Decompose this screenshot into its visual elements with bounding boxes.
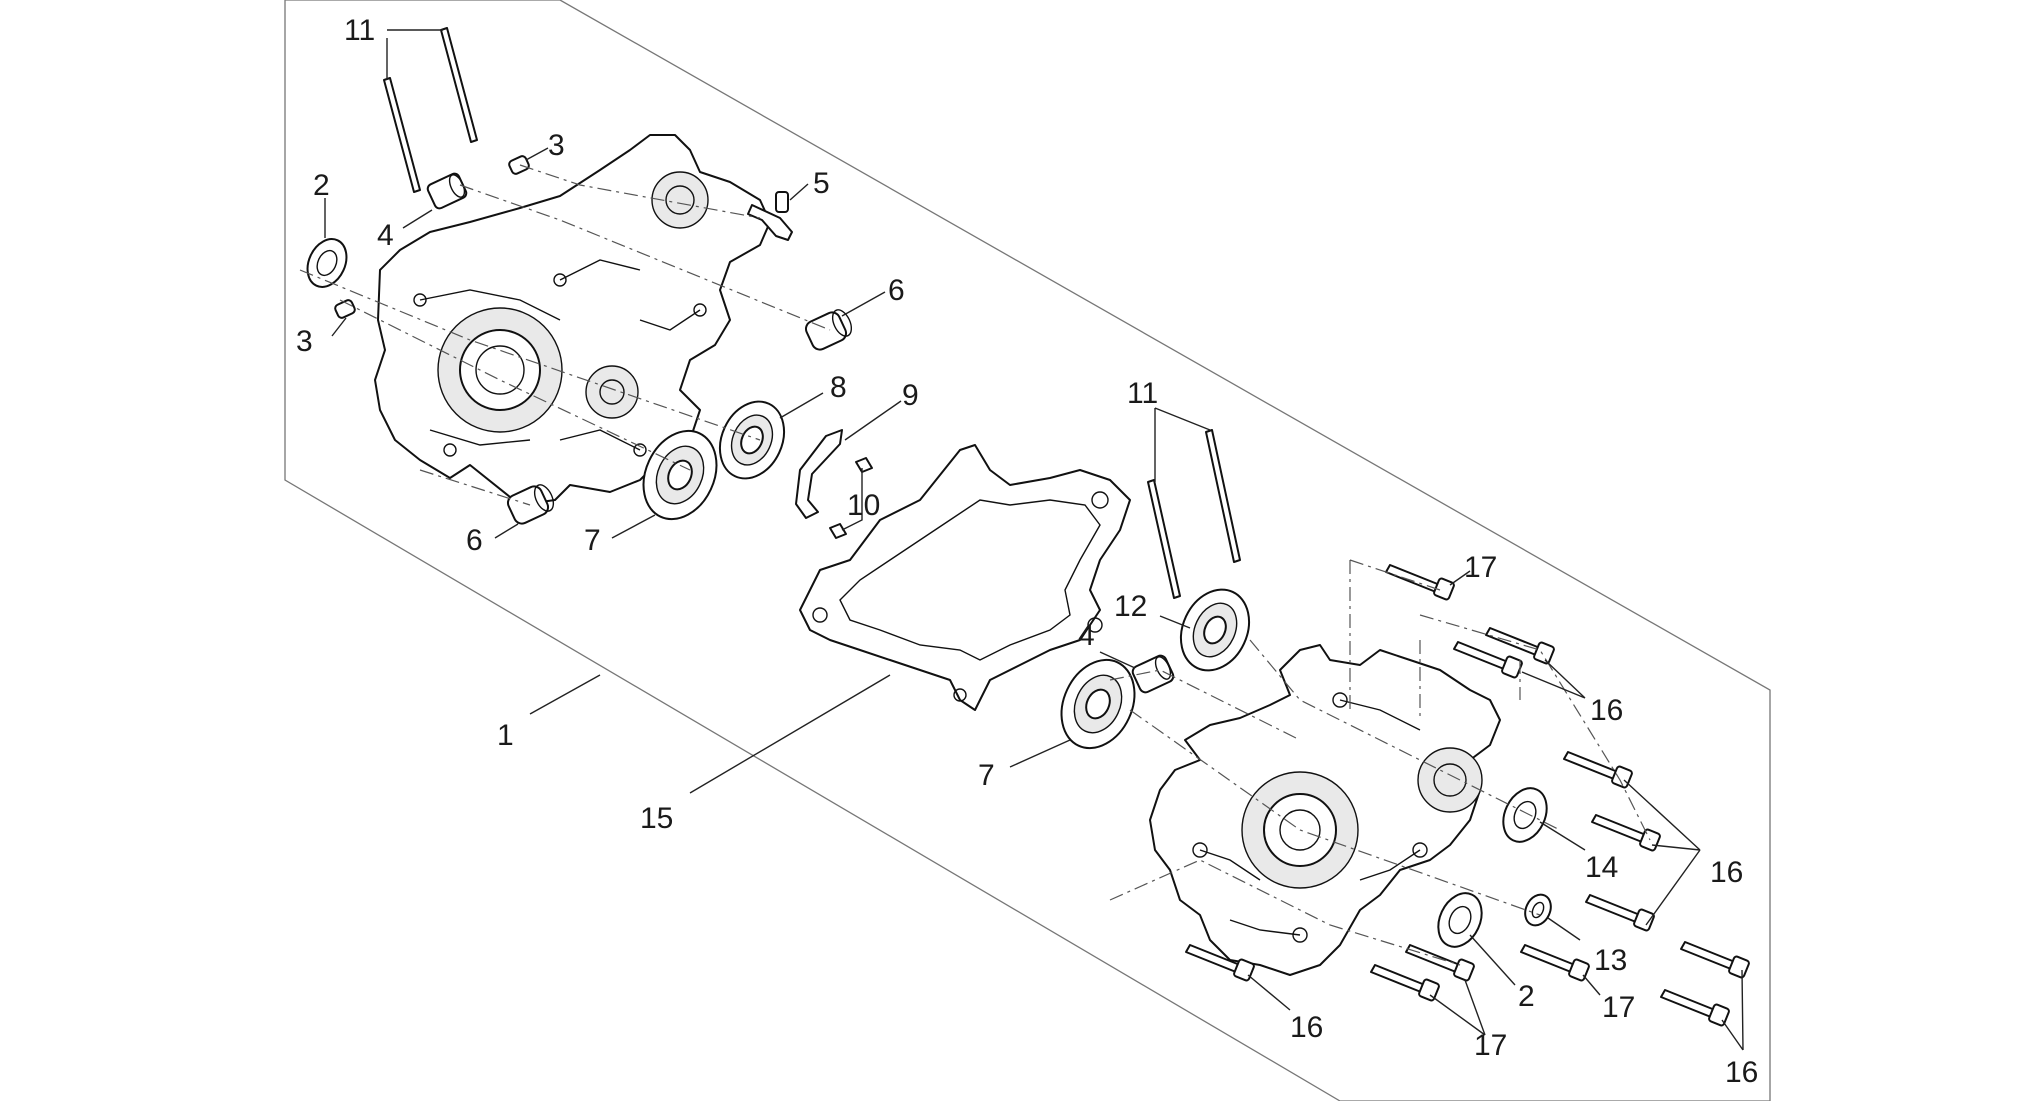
- callout-17-right: 17: [1602, 991, 1635, 1024]
- bolt-16-c: [1563, 751, 1633, 789]
- needle-bearing-left: [426, 172, 468, 210]
- callout-15: 15: [640, 802, 673, 835]
- callout-6-lower: 6: [466, 524, 483, 557]
- oil-seal-right: [1437, 892, 1483, 948]
- bolt-17-c: [1370, 964, 1440, 1002]
- bolt-16-g: [1680, 941, 1750, 979]
- callout-6-upper: 6: [888, 274, 905, 307]
- callout-3-top: 3: [548, 129, 565, 162]
- bolt-17-b: [1405, 944, 1475, 982]
- oil-seal-14: [1502, 787, 1548, 843]
- bolt-16-e: [1585, 894, 1655, 932]
- callout-17-bottom: 17: [1474, 1029, 1507, 1062]
- callout-16-upper: 16: [1590, 694, 1623, 727]
- assembly-frame: [284, 0, 1771, 1101]
- ball-bearing-12: [1179, 588, 1251, 672]
- dowel-sleeve-lower: [506, 484, 555, 525]
- ball-bearing-7-right: [1060, 658, 1136, 750]
- dowel-sleeve-upper: [804, 309, 853, 351]
- callout-12: 12: [1114, 590, 1147, 623]
- callout-3-left: 3: [296, 325, 313, 358]
- callout-9: 9: [902, 379, 919, 412]
- callout-1: 1: [497, 719, 514, 752]
- callout-4-right: 4: [1078, 619, 1095, 652]
- leader-lines: [324, 29, 1744, 1051]
- retainer-plate: [795, 429, 843, 519]
- callout-11-right: 11: [1127, 377, 1158, 410]
- left-crankcase-half: [374, 134, 771, 506]
- stud-bolt-pair-left: [383, 27, 478, 193]
- callout-7-left: 7: [584, 524, 601, 557]
- callout-17-top: 17: [1464, 551, 1497, 584]
- callout-2-right: 2: [1518, 980, 1535, 1013]
- oil-seal-left: [306, 238, 348, 288]
- bolt-16-d: [1591, 814, 1661, 852]
- callout-2-left: 2: [313, 169, 330, 202]
- callout-labels: 11 3 2 4 5 6 3 8 9 10 6 7 1 11 12 4 17 1…: [296, 14, 1758, 1089]
- callout-13: 13: [1594, 944, 1627, 977]
- callout-11-left: 11: [344, 14, 375, 47]
- callout-16-lower-left: 16: [1290, 1011, 1323, 1044]
- callout-4-left: 4: [377, 219, 394, 252]
- bolt-16-h: [1660, 989, 1730, 1027]
- bolt-16-a: [1453, 641, 1523, 679]
- retainer-screws: [829, 457, 873, 539]
- bolt-17-top: [1385, 564, 1455, 601]
- stud-bolt-pair-right: [1147, 429, 1241, 599]
- alignment-axes: [299, 164, 1651, 966]
- callout-5: 5: [813, 167, 830, 200]
- callout-10: 10: [847, 489, 880, 522]
- seal-13: [1524, 893, 1552, 927]
- callout-7-right: 7: [978, 759, 995, 792]
- bolt-17-d: [1520, 944, 1590, 982]
- elbow-fitting: [747, 191, 793, 241]
- callout-14: 14: [1585, 851, 1618, 884]
- ball-bearing-8: [718, 400, 786, 480]
- callout-16-middle: 16: [1710, 856, 1743, 889]
- bolt-16-b: [1485, 627, 1555, 665]
- dowel-pins-left: [334, 155, 530, 319]
- crankcase-gasket: [799, 444, 1131, 711]
- ball-bearing-7-left: [642, 429, 718, 521]
- needle-bearing-right: [1131, 654, 1175, 694]
- bolt-16-f: [1185, 944, 1255, 982]
- callout-8: 8: [830, 371, 847, 404]
- callout-16-bottom-right: 16: [1725, 1056, 1758, 1089]
